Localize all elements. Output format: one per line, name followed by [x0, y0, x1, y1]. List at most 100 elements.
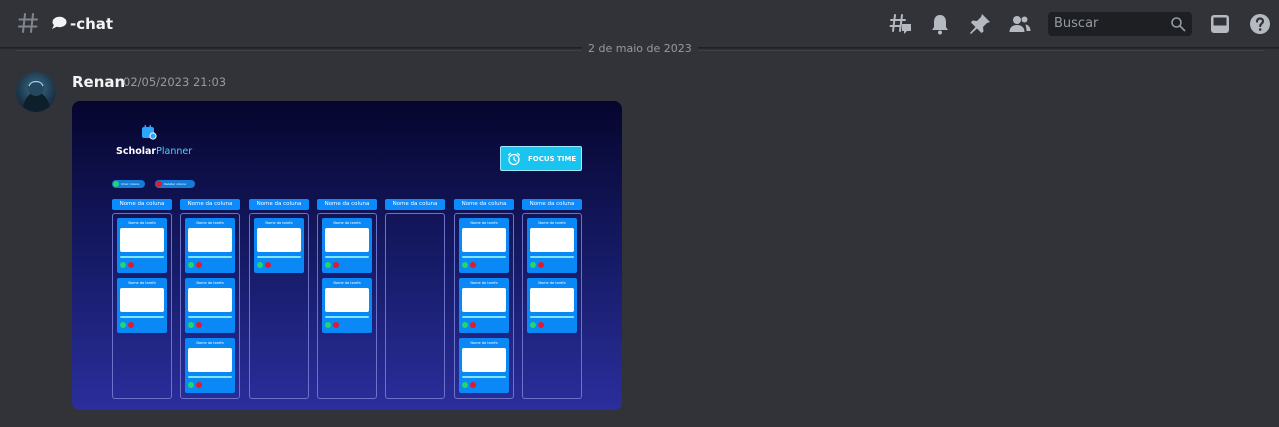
delete-task-icon [470, 262, 476, 268]
delete-task-icon [470, 322, 476, 328]
task-description-box [462, 228, 506, 252]
task-description-box [188, 288, 232, 312]
task-card: Nome da tarefa [185, 278, 235, 333]
channel-name: -chat [70, 15, 114, 33]
task-title: Nome da tarefa [470, 281, 498, 285]
task-progress-bar [188, 316, 232, 318]
task-description-box [530, 228, 574, 252]
delete-task-icon [470, 382, 476, 388]
task-card: Nome da tarefa [527, 278, 577, 333]
text-channel-hash-icon [18, 13, 38, 33]
search-bar[interactable]: Buscar [1048, 12, 1192, 36]
column-header: Nome da coluna [454, 199, 514, 210]
task-card: Nome da tarefa [117, 278, 167, 333]
plus-icon [113, 181, 119, 187]
delete-task-icon [128, 322, 134, 328]
task-description-box [188, 348, 232, 372]
complete-task-icon [257, 262, 263, 268]
search-input[interactable]: Buscar [1054, 16, 1099, 31]
notification-bell-icon[interactable] [928, 12, 952, 36]
help-icon[interactable] [1248, 12, 1272, 36]
task-title: Nome da tarefa [196, 341, 224, 345]
focus-time-button: FOCUS TIME [500, 146, 582, 171]
task-progress-bar [462, 316, 506, 318]
task-card: Nome da tarefa [117, 218, 167, 273]
task-description-box [530, 288, 574, 312]
delete-task-icon [538, 322, 544, 328]
complete-task-icon [530, 262, 536, 268]
task-description-box [325, 228, 369, 252]
delete-task-icon [333, 262, 339, 268]
delete-task-icon [196, 262, 202, 268]
task-description-box [257, 228, 301, 252]
task-progress-bar [188, 376, 232, 378]
complete-task-icon [120, 262, 126, 268]
alarm-clock-icon [507, 152, 521, 166]
avatar[interactable] [16, 72, 56, 112]
avatar-image [22, 80, 51, 112]
message-author[interactable]: Renan [72, 73, 126, 91]
delete-task-icon [128, 262, 134, 268]
search-icon [1171, 17, 1186, 32]
task-card: Nome da tarefa [459, 218, 509, 273]
message-timestamp: 02/05/2023 21:03 [123, 75, 227, 89]
task-progress-bar [462, 376, 506, 378]
minus-icon [156, 181, 162, 187]
task-title: Nome da tarefa [128, 221, 156, 225]
task-description-box [462, 348, 506, 372]
complete-task-icon [188, 382, 194, 388]
calendar-clock-icon [142, 125, 157, 140]
task-title: Nome da tarefa [538, 221, 566, 225]
delete-column-label: Deletar coluna [164, 182, 186, 186]
column-header: Nome da coluna [317, 199, 377, 210]
task-description-box [120, 228, 164, 252]
image-attachment[interactable]: ScholarPlanner FOCUS TIME Criar coluna D… [72, 101, 622, 410]
complete-task-icon [188, 322, 194, 328]
delete-task-icon [333, 322, 339, 328]
task-progress-bar [257, 256, 301, 258]
task-title: Nome da tarefa [265, 221, 293, 225]
delete-task-icon [196, 382, 202, 388]
column-header: Nome da coluna [180, 199, 240, 210]
date-divider-label: 2 de maio de 2023 [582, 42, 698, 53]
task-progress-bar [530, 256, 574, 258]
delete-column-button: Deletar coluna [155, 180, 195, 188]
members-icon[interactable] [1008, 12, 1032, 36]
complete-task-icon [325, 262, 331, 268]
complete-task-icon [120, 322, 126, 328]
task-progress-bar [120, 316, 164, 318]
column-header: Nome da coluna [112, 199, 172, 210]
task-card: Nome da tarefa [459, 338, 509, 393]
task-progress-bar [120, 256, 164, 258]
create-column-label: Criar coluna [121, 182, 140, 186]
kanban-column: Nome da coluna [385, 199, 445, 399]
task-progress-bar [188, 256, 232, 258]
task-card: Nome da tarefa [322, 278, 372, 333]
column-header: Nome da coluna [249, 199, 309, 210]
threads-icon[interactable] [889, 12, 913, 36]
task-title: Nome da tarefa [196, 221, 224, 225]
task-title: Nome da tarefa [333, 221, 361, 225]
pin-icon[interactable] [968, 12, 992, 36]
inbox-icon[interactable] [1208, 12, 1232, 36]
channel-header: -chat Buscar [0, 0, 1279, 48]
complete-task-icon [462, 382, 468, 388]
focus-time-label: FOCUS TIME [528, 155, 577, 163]
task-description-box [188, 228, 232, 252]
task-description-box [325, 288, 369, 312]
task-progress-bar [530, 316, 574, 318]
task-title: Nome da tarefa [333, 281, 361, 285]
task-card: Nome da tarefa [322, 218, 372, 273]
delete-task-icon [538, 262, 544, 268]
complete-task-icon [188, 262, 194, 268]
task-card: Nome da tarefa [254, 218, 304, 273]
